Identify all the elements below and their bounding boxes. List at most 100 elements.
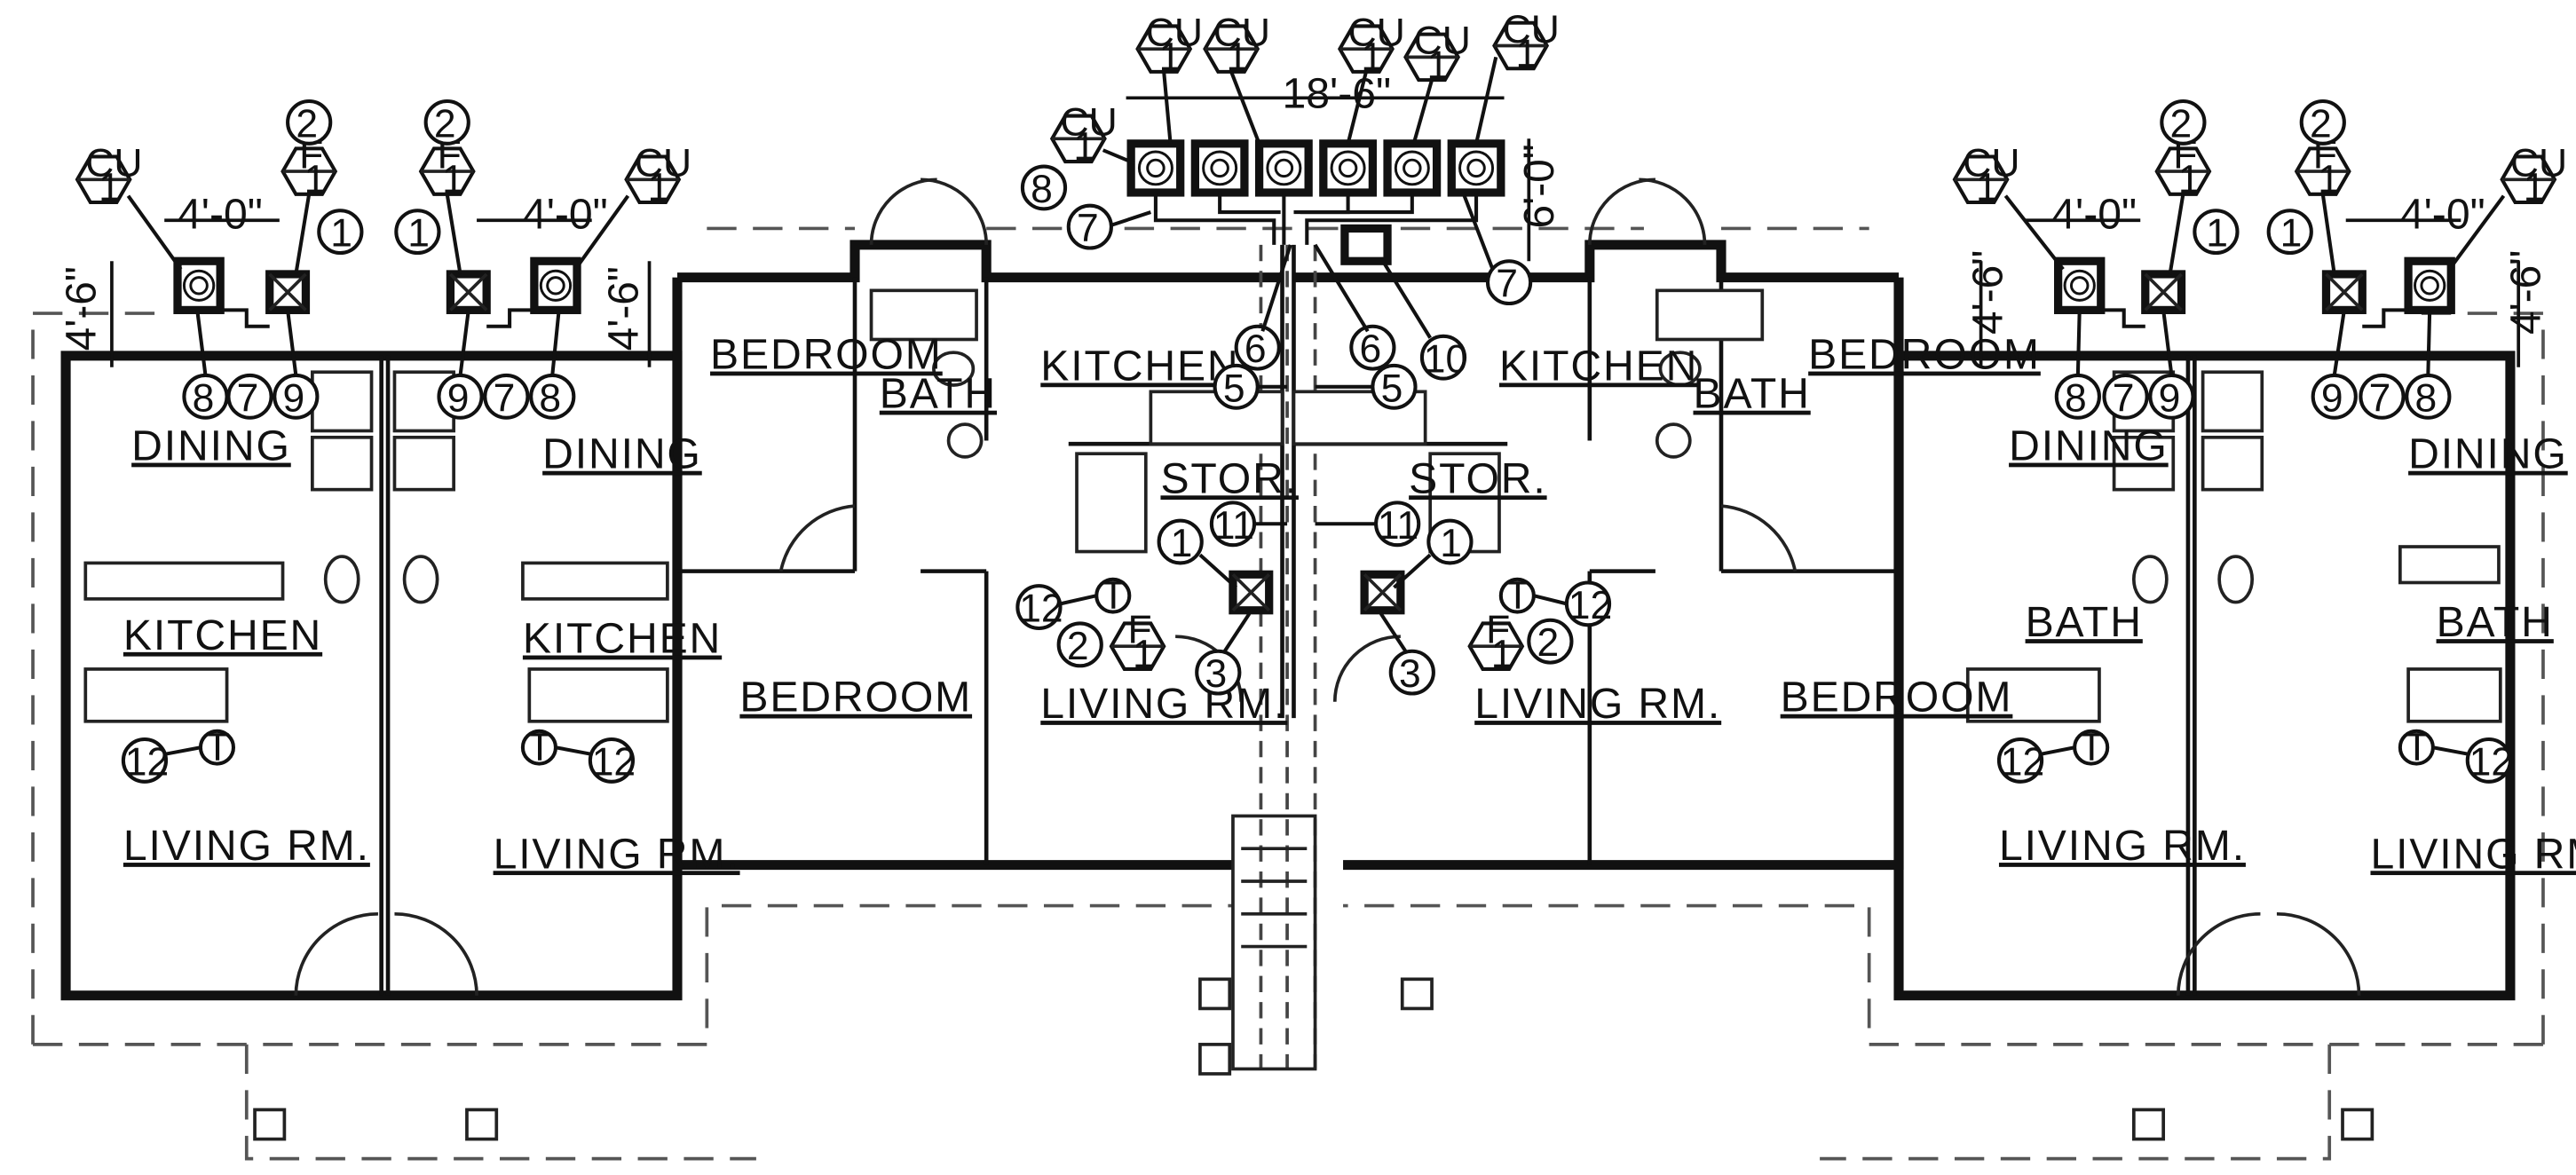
condensing-unit: [2404, 256, 2455, 314]
air-handlers: [265, 224, 2367, 615]
cu-tag: CU1: [1049, 101, 1118, 169]
svg-text:1: 1: [1515, 33, 1537, 76]
keynote-bubble: 10: [1419, 334, 1467, 381]
cu-tag: CU1: [1403, 20, 1471, 87]
svg-text:1: 1: [99, 166, 121, 209]
keynote-bubble: 7: [226, 373, 273, 420]
svg-text:8: 8: [539, 377, 561, 421]
svg-text:7: 7: [2369, 377, 2391, 421]
thermostat-icon: T: [2073, 726, 2110, 769]
keynote-bubble: 2: [1056, 621, 1103, 668]
room-label-bedroom: BEDROOM: [710, 332, 943, 379]
room-label-dining: DINING: [2408, 431, 2568, 478]
room-label-bedroom: BEDROOM: [739, 674, 972, 722]
room-label-kitchen: KITCHEN: [1040, 343, 1239, 390]
keynote-bubble: 6: [1234, 324, 1281, 371]
svg-text:CU: CU: [1414, 20, 1471, 63]
keynote-bubble: 1: [2266, 209, 2313, 256]
keynote-bubble: 7: [483, 373, 530, 421]
svg-text:CU: CU: [85, 142, 142, 185]
svg-text:7: 7: [494, 377, 516, 421]
thermostat-icon: T: [2398, 726, 2435, 769]
svg-text:T: T: [1102, 574, 1126, 618]
svg-text:3: 3: [1399, 652, 1421, 696]
keynote-bubble: 12: [1996, 737, 2044, 784]
keynote-bubble: 2: [1527, 618, 1574, 665]
room-label-stor: STOR.: [1409, 455, 1546, 502]
svg-text:CU: CU: [1348, 12, 1405, 55]
cu-tags: CU1 CU1 CU1 CU1 CU1 CU1 CU1 CU1: [75, 8, 2567, 209]
air-handler: [265, 270, 311, 314]
keynote-bubble: 3: [1195, 649, 1242, 696]
cu-tag: CU1: [1952, 142, 2019, 209]
room-label-living: LIVING RM.: [1040, 681, 1287, 728]
svg-text:12: 12: [125, 741, 169, 785]
condensing-unit: [2054, 256, 2106, 314]
keynote-bubble: 1: [1426, 518, 1474, 565]
condensing-unit: [530, 256, 581, 314]
svg-text:1: 1: [330, 212, 352, 256]
svg-text:1: 1: [1440, 522, 1462, 565]
room-label-bath: BATH: [2026, 599, 2143, 646]
svg-text:2: 2: [2170, 103, 2193, 146]
svg-text:2: 2: [434, 103, 456, 146]
svg-text:12: 12: [1019, 588, 1063, 631]
keynote-bubble: 12: [588, 737, 636, 784]
cu-tag: CU1: [75, 142, 142, 209]
keynote-bubble: 2: [2299, 99, 2346, 146]
room-label-bedroom: BEDROOM: [1808, 332, 2041, 379]
keynote-bubbles: 2 2 1 1 8 7 9 9 7 8 12 12 8 7 7 6 6 10 5…: [121, 99, 2513, 785]
svg-text:8: 8: [1031, 168, 1053, 211]
svg-text:F: F: [1486, 609, 1510, 652]
dimensions: 4'-0" 4'-0" 4'-0" 4'-0" 18'-6" 6'-0" 4'-…: [58, 71, 2549, 367]
cu-tag: CU1: [1203, 12, 1270, 79]
svg-text:2: 2: [2310, 103, 2332, 146]
room-label-living: LIVING RM.: [494, 831, 740, 878]
svg-text:2: 2: [296, 103, 318, 146]
keynote-bubble: 7: [1485, 259, 1533, 306]
svg-text:9: 9: [2321, 377, 2343, 421]
keynote-bubble: 8: [529, 373, 576, 421]
cu-tag: CU1: [1135, 12, 1203, 79]
svg-text:8: 8: [2065, 377, 2087, 421]
furnace-tag: F1: [2294, 134, 2351, 201]
room-label-bedroom: BEDROOM: [1781, 674, 2013, 722]
dim-cu-spacing: 4'-0": [523, 192, 608, 239]
svg-text:T: T: [1505, 574, 1529, 618]
svg-text:5: 5: [1381, 367, 1403, 411]
room-labels: DINING DINING KITCHEN KITCHEN LIVING RM.…: [123, 332, 2576, 879]
room-label-living: LIVING RM.: [123, 823, 370, 870]
dim-cu-row-depth: 6'-0": [1516, 144, 1563, 228]
room-label-bath: BATH: [1694, 371, 1811, 418]
room-label-kitchen: KITCHEN: [123, 612, 322, 659]
dim-cu-spacing: 4'-0": [2051, 192, 2137, 239]
svg-text:7: 7: [1496, 263, 1518, 306]
dim-cu-setback: 4'-6": [58, 266, 105, 351]
dim-cu-setback: 4'-6": [2502, 250, 2549, 335]
condensing-unit: [1383, 139, 1442, 197]
keynote-bubble: 12: [1015, 584, 1063, 631]
keynote-bubble: 2: [286, 99, 333, 146]
building-walls: [60, 240, 2516, 1071]
svg-text:F: F: [1127, 609, 1151, 652]
keynote-bubble: 9: [437, 373, 484, 420]
disconnect-box: [1340, 224, 1392, 265]
svg-text:10: 10: [1424, 337, 1467, 381]
room-label-living: LIVING RM.: [1474, 681, 1721, 728]
svg-text:CU: CU: [1146, 12, 1203, 55]
svg-text:1: 1: [1171, 522, 1193, 565]
svg-text:11: 11: [1213, 504, 1254, 548]
svg-text:1: 1: [442, 158, 464, 201]
svg-text:7: 7: [1077, 207, 1099, 250]
svg-text:7: 7: [2113, 377, 2135, 421]
keynote-bubble: 1: [1157, 518, 1204, 565]
keynote-bubble: 2: [423, 99, 470, 146]
keynote-bubble: 12: [121, 737, 169, 785]
condensing-unit: [1254, 139, 1313, 197]
dim-cu-setback: 4'-6": [1965, 250, 2012, 335]
condensing-unit: [1447, 139, 1505, 197]
condensing-unit: [173, 256, 225, 314]
keynote-bubble: 3: [1388, 649, 1435, 696]
keynote-bubble: 7: [2102, 373, 2149, 421]
svg-text:CU: CU: [1503, 8, 1560, 51]
